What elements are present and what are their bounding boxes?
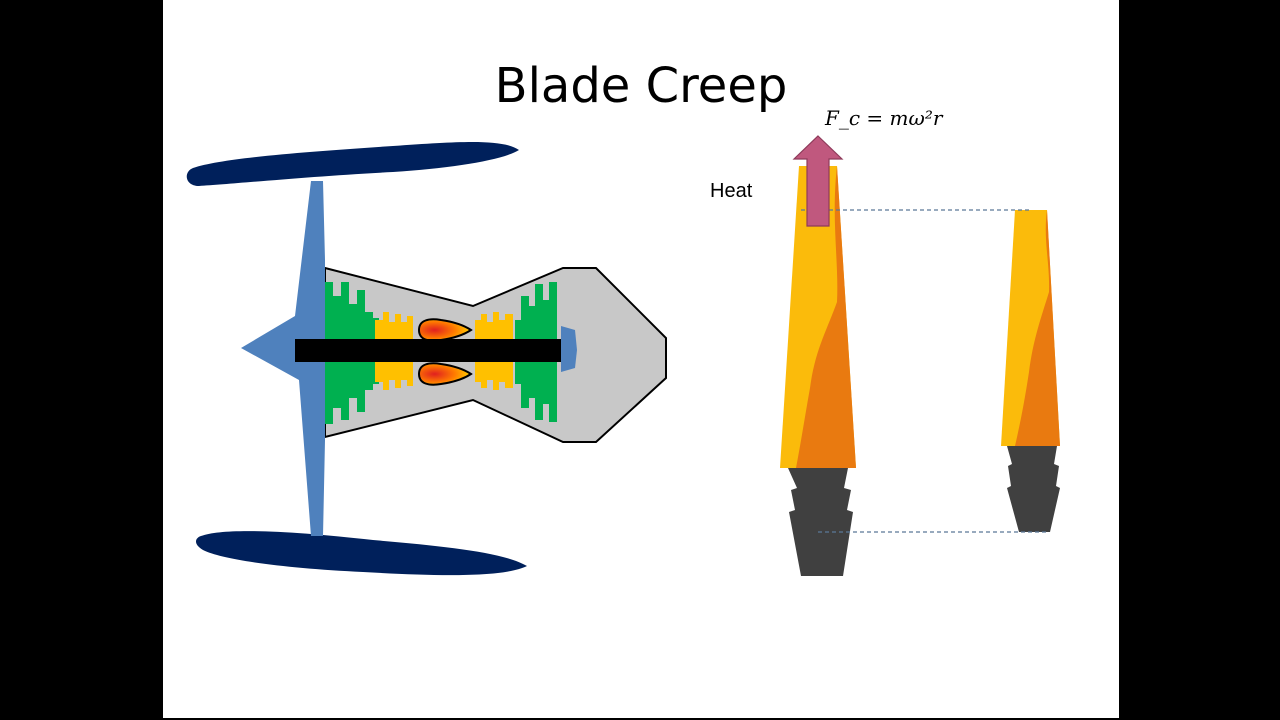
blade-airfoil-dark-original	[1015, 210, 1060, 446]
slide: Blade Creep	[163, 0, 1119, 718]
centripetal-force-formula: F_c = mω²r	[825, 106, 943, 130]
blade-root	[788, 468, 853, 576]
fan-blade	[241, 181, 325, 536]
force-arrow-icon	[792, 135, 844, 227]
slide-title: Blade Creep	[494, 58, 788, 114]
engine-shaft	[295, 339, 561, 362]
blade-root-original	[1007, 446, 1060, 532]
nacelle-bottom	[196, 531, 527, 576]
blade-airfoil-dark	[796, 166, 856, 468]
turbine-stages	[375, 312, 513, 390]
nacelle-top	[186, 141, 519, 186]
compressor-stages	[325, 282, 557, 424]
exhaust-cone	[561, 326, 577, 372]
blade-original-icon	[1001, 210, 1060, 532]
blade-stretched-icon	[780, 166, 856, 576]
turbofan-engine-icon	[186, 141, 667, 576]
diagram-canvas	[186, 135, 1060, 576]
combustion-flame-bottom	[417, 362, 473, 386]
heat-label: Heat	[710, 180, 753, 202]
